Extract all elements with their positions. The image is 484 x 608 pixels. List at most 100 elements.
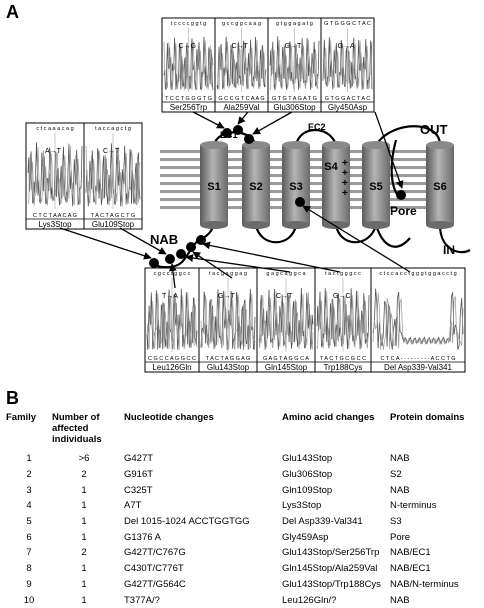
trace-top-sequence: c t c a a a c a g: [36, 126, 73, 132]
cell-affected: 2: [81, 547, 87, 559]
trace-base-change: G→T: [285, 43, 302, 50]
cell-amino-acid: Glu306Stop: [282, 469, 333, 481]
trace-top-sequence: g c c g g c a a g: [222, 21, 261, 27]
trace-caption: Glu143Stop: [207, 363, 250, 372]
cell-domain: NAB/EC1: [390, 547, 431, 559]
trace-bottom-sequence: C T C A - - - - - - - - - A C C T G: [380, 356, 455, 362]
table-row: 2 2 G916T Glu306Stop S2: [6, 467, 480, 483]
header-nucleotide: Nucleotide changes: [124, 412, 214, 423]
cell-amino-acid: Lys3Stop: [282, 500, 322, 512]
ec2-label: EC2: [308, 122, 326, 132]
cell-affected: 1: [81, 563, 87, 575]
trace-base-change: C→T: [232, 43, 249, 50]
site-lys3: [149, 258, 159, 268]
trace-base-change: C→T: [276, 293, 293, 300]
top-chromatograms: t c c c c g g t gC→GT C C T G G G T GSer…: [161, 17, 375, 113]
cell-domain: NAB: [390, 594, 410, 606]
helix-s6: S6: [426, 141, 454, 229]
cell-amino-acid: Glu143Stop/Ser256Trp: [282, 547, 380, 559]
channel-topology-diagram: S1 S2 S3 S4 + + + + S5 S6: [25, 17, 471, 373]
site-glu306: [244, 134, 254, 144]
out-label: OUT: [420, 122, 448, 137]
trace-base-change: T→A: [162, 293, 178, 300]
table-row: 8 1 C430T/C776T Gln145Stop/Ala259Val NAB…: [6, 561, 480, 577]
trace-bottom-sequence: T C C T G G G T G: [165, 96, 212, 102]
trace-bottom-sequence: G T G T A G A T G: [272, 96, 317, 102]
cell-domain: S2: [390, 469, 402, 481]
cell-domain: NAB: [390, 453, 410, 465]
panel-b-letter: B: [6, 388, 19, 408]
helix-s4: S4 + + + +: [322, 141, 350, 229]
cell-domain: NAB/EC1: [390, 563, 431, 575]
chromatogram-Glu306Stop: g t g g a g a t g G→T G T G T A G A T GGlu…: [267, 17, 322, 113]
cell-nucleotide: T377A/?: [124, 594, 160, 606]
cell-family: 4: [26, 500, 32, 512]
cell-nucleotide: G427T/C767G: [124, 547, 186, 559]
table-row: 6 1 G1376 A Gly459Asp Pore: [6, 529, 480, 545]
left-chromatograms: c t c a a a c a gA→TC T C T A A C A GLys…: [25, 122, 143, 230]
cell-amino-acid: Gln109Stop: [282, 484, 333, 496]
trace-bottom-sequence: T A C T G C G C C: [320, 356, 366, 362]
cell-domain: Pore: [390, 531, 411, 543]
in-label: IN: [443, 243, 455, 257]
table-row: 4 1 A7T Lys3Stop N-terminus: [6, 498, 480, 514]
cell-family: 5: [26, 516, 32, 528]
trace-top-sequence: t c c c c g g t g: [171, 21, 206, 27]
trace-top-sequence: G T G G G C T A C: [324, 21, 371, 27]
cell-family: 6: [26, 531, 32, 543]
trace-caption: Lys3Stop: [38, 220, 72, 229]
cell-nucleotide: G427T: [124, 453, 154, 465]
trace-bottom-sequence: T A C T A G C T G: [91, 213, 135, 219]
cell-affected: 1: [81, 594, 87, 606]
trace-bottom-sequence: G A G T A G G C A: [263, 356, 309, 362]
cell-family: 1: [26, 453, 32, 465]
trace-base-change: C→G: [179, 43, 197, 50]
cell-nucleotide: C325T: [124, 484, 153, 496]
cell-nucleotide: G916T: [124, 469, 154, 481]
cell-domain: S3: [390, 516, 402, 528]
cell-amino-acid: Gly459Asp: [282, 531, 329, 543]
table-row: 9 1 G427T/G564C Glu143Stop/Trp188Cys NAB…: [6, 577, 480, 593]
cell-domain: NAB: [390, 484, 410, 496]
trace-caption: Ala259Val: [224, 103, 260, 112]
cell-family: 3: [26, 484, 32, 496]
chromatogram-Glu143Stop: t a c g a g g a gG→TT A C T A G G A GGlu…: [198, 267, 258, 373]
cell-nucleotide: Del 1015-1024 ACCTGGTGG: [124, 516, 250, 528]
cell-family: 10: [23, 594, 35, 606]
header-amino-acid: Amino acid changes: [282, 412, 375, 423]
trace-caption: Glu306Stop: [273, 103, 316, 112]
table-row: 1 >6 G427T Glu143Stop NAB: [6, 451, 480, 467]
chromatogram-Gly450Asp: G T G G G C T A CG→AG T G G A C T A CGly…: [320, 17, 375, 113]
chromatogram-Trp188Cys: t a c t g g g c cG→CT A C T G C G C CTrp…: [314, 267, 372, 373]
trace-top-sequence: t a c t g g g c c: [325, 271, 361, 277]
cell-nucleotide: C430T/C776T: [124, 563, 184, 575]
trace-bottom-sequence: G C C G T C A A G: [218, 96, 264, 102]
s2-label: S2: [249, 181, 262, 193]
chromatogram-Leu126Gln: c g c c t g g c cT→AC G C C A G G C CLeu…: [144, 267, 200, 373]
trace-bottom-sequence: C T C T A A C A G: [33, 213, 77, 219]
cell-family: 9: [26, 578, 32, 590]
header-affected: Number of affected individuals: [52, 412, 102, 445]
trace-top-sequence: g a g c a g g c a: [266, 271, 306, 277]
trace-caption: Glu109Stop: [92, 220, 135, 229]
chromatogram-Glu109Stop: t a c c a g c t g C→T T A C T A G C T GGlu…: [83, 122, 143, 230]
trace-base-change: C→T: [103, 148, 120, 155]
trace-bottom-sequence: G T G G A C T A C: [325, 96, 370, 102]
cell-domain: NAB/N-terminus: [390, 578, 459, 590]
mutation-sites: [149, 125, 406, 268]
table-row: 7 2 G427T/C767G Glu143Stop/Ser256Trp NAB…: [6, 545, 480, 561]
trace-top-sequence: t a c c a g c t g: [95, 126, 131, 132]
table-header-row: Family Number of affected individuals Nu…: [6, 412, 480, 451]
s4-charge-1: +: [342, 158, 348, 169]
helix-s3: S3: [282, 141, 310, 229]
table-row: 3 1 C325T Gln109Stop NAB: [6, 482, 480, 498]
cell-nucleotide: G1376 A: [124, 531, 161, 543]
s3-label: S3: [289, 181, 302, 193]
site-gly450: [396, 190, 406, 200]
chromatogram-Ala259Val: g c c g g c a a g C→T G C C G T C A A GAla…: [214, 17, 269, 113]
cell-affected: 1: [81, 516, 87, 528]
s4-charge-3: +: [342, 178, 348, 189]
trace-top-sequence: g t g g a g a t g: [276, 21, 313, 27]
trace-caption: Trp188Cys: [324, 363, 363, 372]
s4-label: S4: [324, 161, 338, 173]
